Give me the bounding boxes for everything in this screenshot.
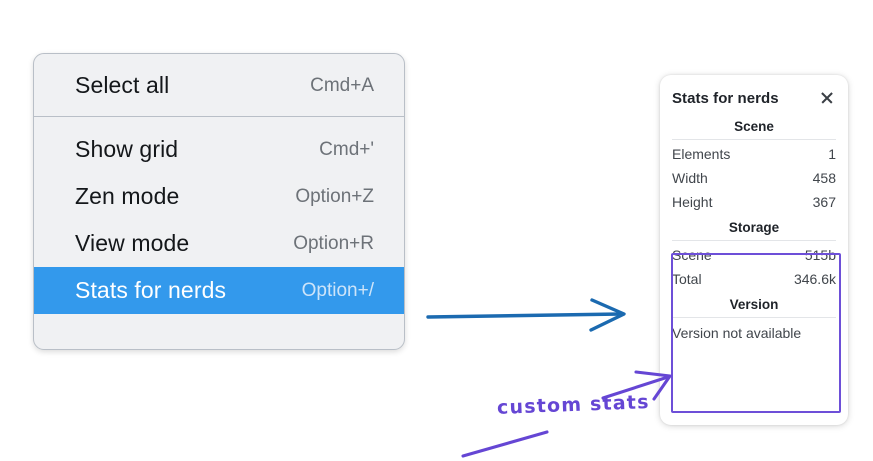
purple-underline-annotation (461, 430, 549, 458)
menu-item-show-grid[interactable]: Show grid Cmd+' (34, 126, 404, 173)
row-value: 458 (812, 169, 836, 186)
menu-item-shortcut: Option+R (293, 232, 374, 254)
table-row: Elements 1 (672, 142, 836, 166)
menu-item-label: View mode (75, 230, 190, 256)
row-value: 367 (812, 193, 836, 210)
section-divider (672, 240, 836, 241)
table-row: Total 346.6k (672, 267, 836, 291)
row-value: 515b (804, 246, 836, 263)
menu-item-stats-for-nerds[interactable]: Stats for nerds Option+/ (34, 267, 404, 314)
menu-item-shortcut: Option+/ (301, 279, 374, 301)
menu-item-select-all[interactable]: Select all Cmd+A (34, 62, 404, 109)
section-divider (672, 317, 836, 318)
menu-separator (34, 116, 404, 117)
row-value: 1 (828, 145, 836, 162)
menu-item-view-mode[interactable]: View mode Option+R (34, 220, 404, 267)
context-menu[interactable]: Select all Cmd+A Show grid Cmd+' Zen mod… (33, 53, 405, 350)
menu-item-zen-mode[interactable]: Zen mode Option+Z (34, 173, 404, 220)
row-value: 346.6k (793, 270, 836, 287)
section-title-version: Version (729, 297, 779, 312)
table-row: Scene 515b (672, 243, 836, 267)
section-title-storage: Storage (728, 220, 780, 235)
menu-group-2: Show grid Cmd+' Zen mode Option+Z View m… (34, 117, 404, 324)
table-row: Height 367 (672, 190, 836, 214)
panel-body: Scene Elements 1 Width 458 Height 367 St… (660, 113, 848, 346)
custom-stats-annotation-label: custom stats (496, 391, 651, 419)
row-key: Total (672, 270, 702, 287)
menu-item-label: Zen mode (75, 183, 180, 209)
row-key: Height (672, 193, 713, 210)
menu-group-1: Select all Cmd+A (34, 54, 404, 116)
menu-item-shortcut: Cmd+' (319, 138, 374, 160)
section-title-scene: Scene (734, 119, 774, 134)
menu-item-label: Show grid (75, 136, 179, 162)
section-divider (672, 139, 836, 140)
panel-title: Stats for nerds (672, 89, 779, 107)
menu-item-shortcut: Option+Z (295, 185, 374, 207)
stats-for-nerds-panel[interactable]: Stats for nerds Scene Elements 1 Width 4… (660, 75, 848, 425)
menu-item-shortcut: Cmd+A (310, 74, 374, 96)
menu-item-label: Stats for nerds (75, 277, 227, 303)
panel-header: Stats for nerds (660, 75, 848, 113)
menu-item-label: Select all (75, 72, 170, 98)
version-value: Version not available (672, 325, 802, 341)
blue-arrow-annotation (426, 298, 626, 332)
close-icon[interactable] (818, 89, 836, 107)
row-key: Scene (672, 246, 712, 263)
row-key: Elements (672, 145, 731, 162)
row-key: Width (672, 169, 708, 186)
table-row: Width 458 (672, 166, 836, 190)
